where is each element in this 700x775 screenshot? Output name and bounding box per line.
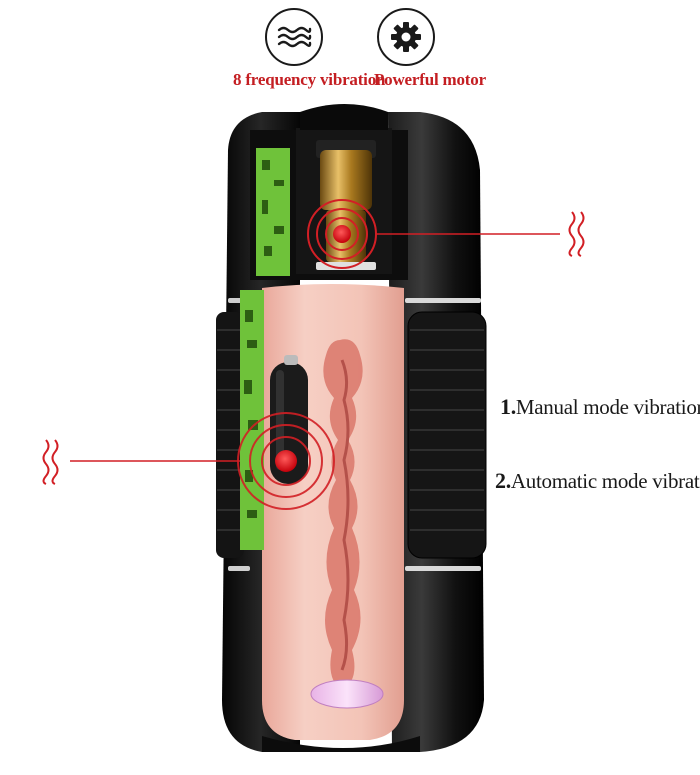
- bullet-vibration-indicator: [70, 412, 335, 510]
- feature-label-frequency: 8 frequency vibration: [233, 70, 386, 89]
- mode-number: 1.: [500, 394, 516, 419]
- wave-icon: [265, 8, 323, 66]
- mode-label-automatic: 2.Automatic mode vibration: [495, 468, 700, 494]
- motor-vibration-indicator: [307, 199, 560, 269]
- feature-label-motor: Powerful motor: [374, 70, 486, 89]
- mode-text: Manual mode vibration: [515, 395, 700, 419]
- vibration-wave-icon-right: [568, 211, 585, 257]
- gear-icon: [377, 8, 435, 66]
- vibration-wave-icon-left: [42, 439, 59, 485]
- mode-number: 2.: [495, 468, 511, 493]
- mode-label-manual: 1.Manual mode vibration: [500, 394, 700, 420]
- mode-text: Automatic mode vibration: [510, 469, 700, 493]
